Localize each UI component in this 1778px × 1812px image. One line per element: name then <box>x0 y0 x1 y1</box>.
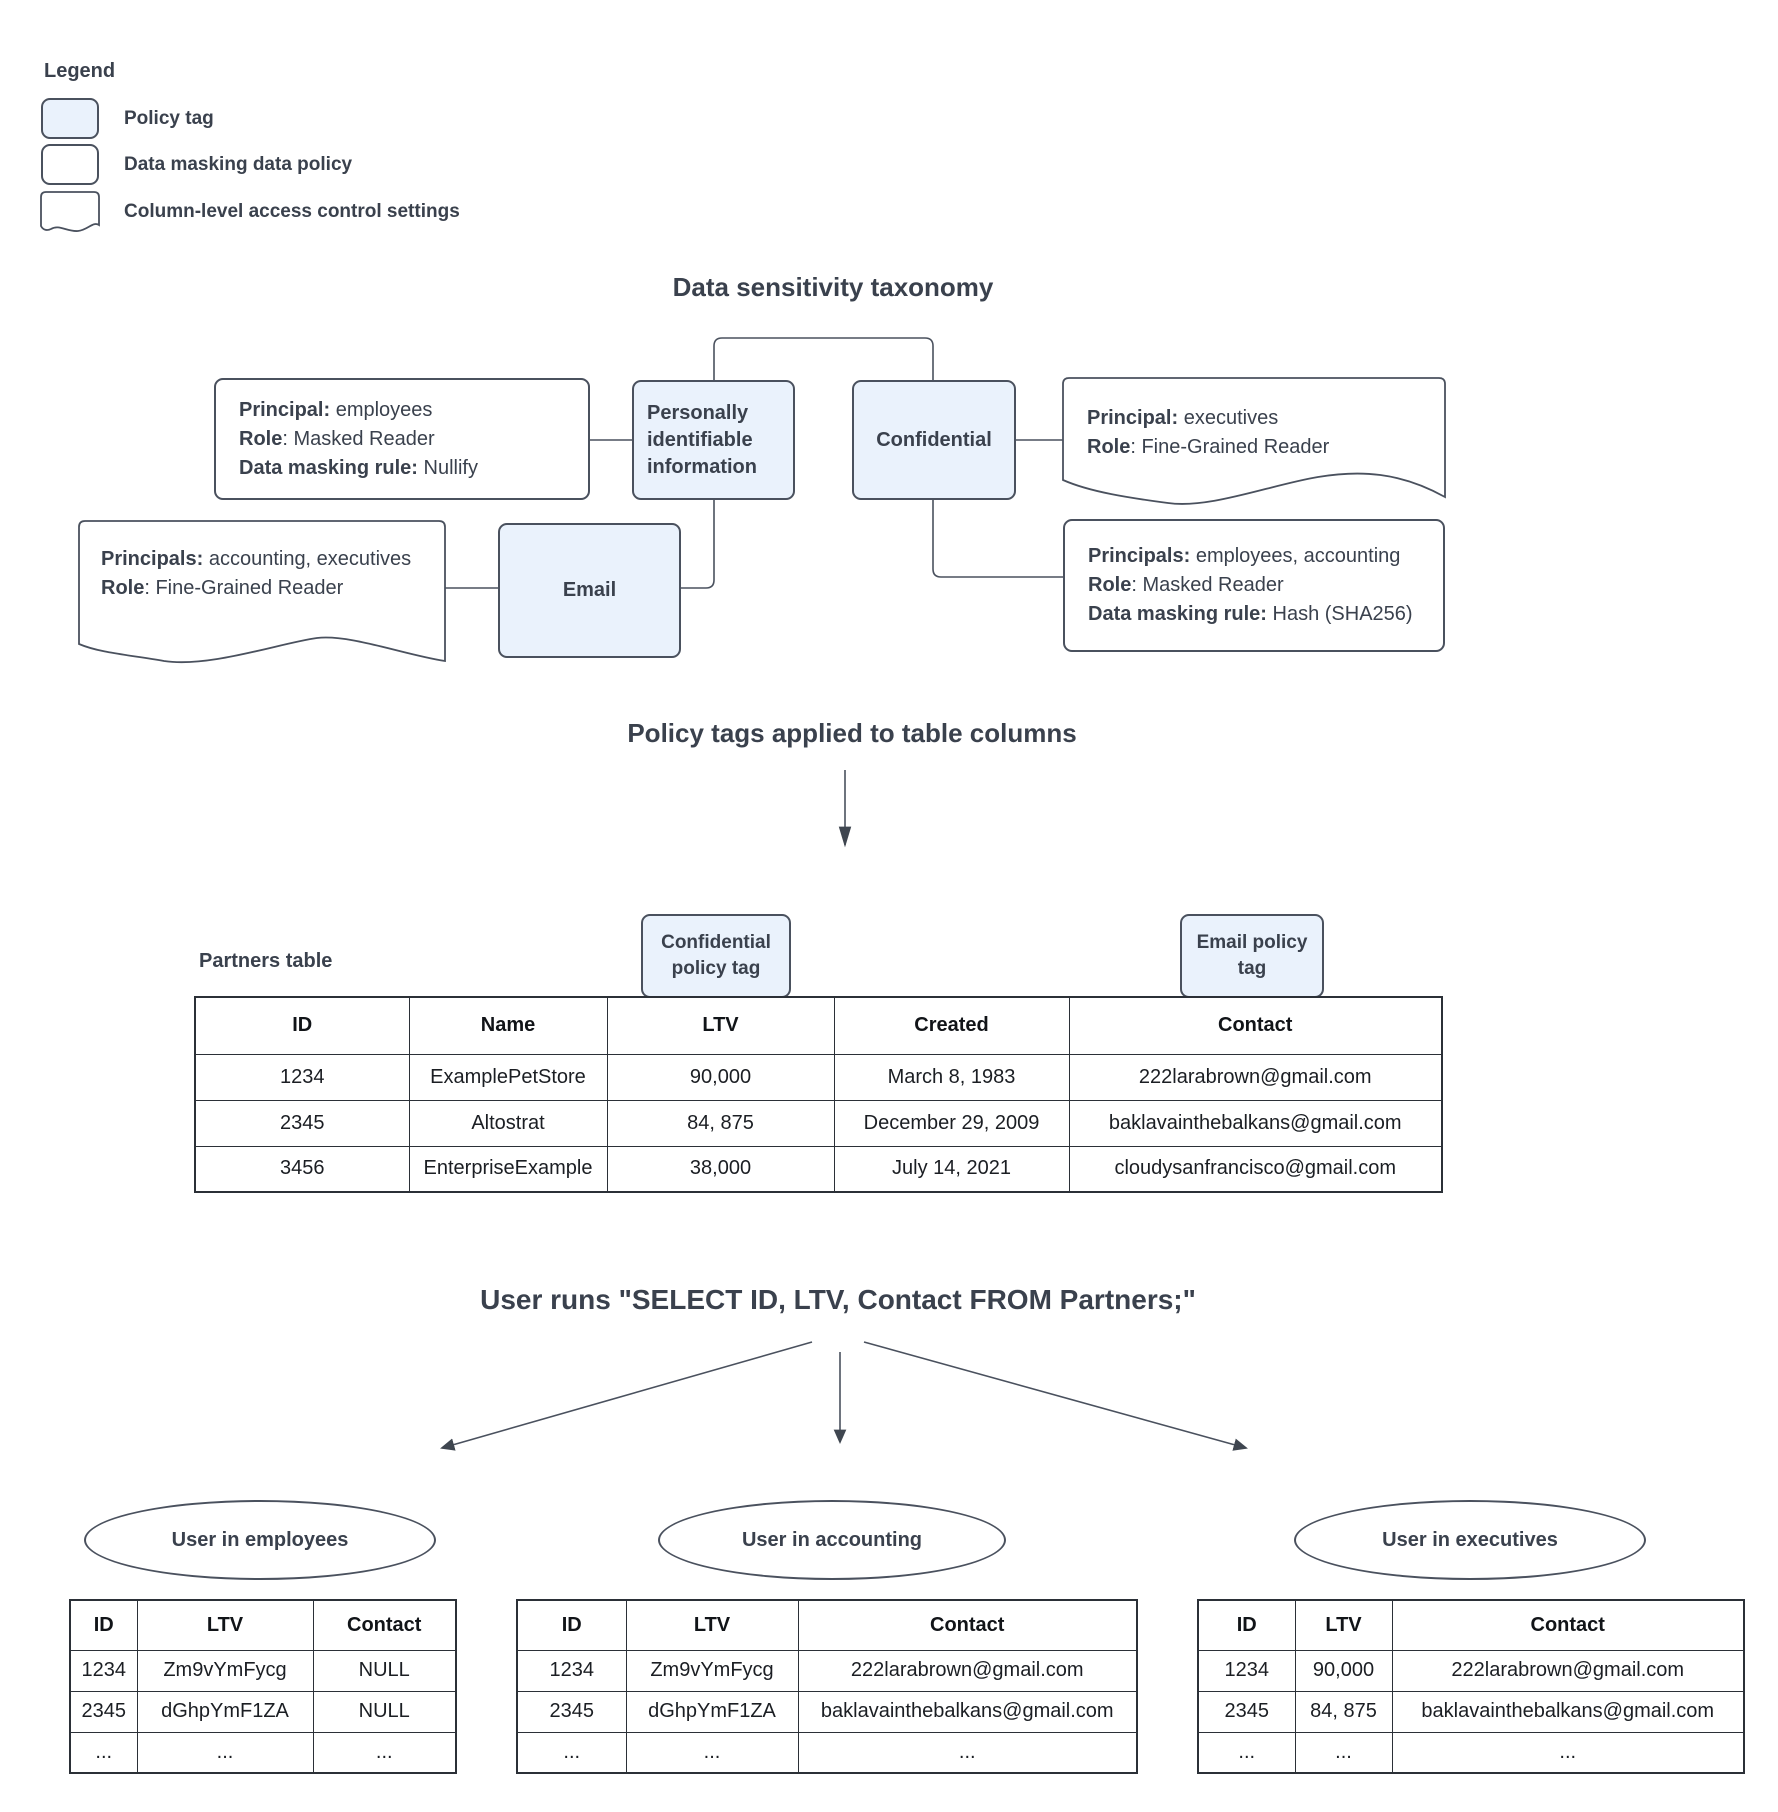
taxonomy-title: Data sensitivity taxonomy <box>672 272 994 302</box>
access-control-executives-text: Principal: executives Role: Fine-Grained… <box>1087 404 1329 462</box>
node-label: Email <box>562 579 617 601</box>
legend-item-access-control: Column-level access control settings <box>124 200 460 222</box>
node-label: Confidential <box>876 428 992 451</box>
query-title: User runs "SELECT ID, LTV, Contact FROM … <box>480 1284 1196 1315</box>
connector-confidential-hash <box>932 500 1063 578</box>
legend-title: Legend <box>44 60 116 82</box>
partners-table-label: Partners table <box>199 950 333 972</box>
arrow-to-executives <box>863 1341 1248 1451</box>
data-masking-policy-hash: Principals: employees, accounting Role: … <box>1063 519 1445 652</box>
table-row: ......... <box>516 1731 1138 1774</box>
access-control-executives-shape <box>1062 377 1446 505</box>
policy-line: Principals: accounting, executives <box>101 548 412 570</box>
policy-line: Principal: executives <box>1087 407 1279 429</box>
policy-line: Role: Masked Reader <box>239 427 435 450</box>
policy-line: Principal: employees <box>239 398 433 421</box>
node-label: Personally identifiable information <box>647 401 757 478</box>
email-policy-tag-callout: Email policy tag <box>1180 914 1324 998</box>
policy-tags-section-title: Policy tags applied to table columns <box>627 718 1077 748</box>
legend-item-data-masking: Data masking data policy <box>124 153 353 175</box>
user-employees-oval: User in employees <box>84 1500 436 1580</box>
table-row: ......... <box>1197 1731 1745 1774</box>
policy-line: Role: Fine-Grained Reader <box>101 577 344 599</box>
user-accounting-oval: User in accounting <box>658 1500 1006 1580</box>
policy-tag-node-pii: Personally identifiable information <box>632 380 795 500</box>
table-row: ......... <box>69 1731 457 1774</box>
policy-line: Role: Fine-Grained Reader <box>1087 436 1330 458</box>
tree-parent-connector <box>713 337 934 380</box>
access-control-accounting-text: Principals: accounting, executives Role:… <box>101 545 411 603</box>
policy-line: Principals: employees, accounting <box>1088 545 1401 567</box>
user-executives-oval: User in executives <box>1294 1500 1646 1580</box>
policy-line: Data masking rule: Nullify <box>239 456 478 479</box>
connector-pii-email <box>681 500 715 589</box>
data-masking-policy-nullify: Principal: employees Role: Masked Reader… <box>214 378 590 500</box>
access-control-accounting-shape <box>78 520 446 664</box>
policy-tag-node-confidential: Confidential <box>852 380 1016 500</box>
legend-data-masking-swatch <box>41 144 99 185</box>
legend-policy-tag-swatch <box>41 98 99 139</box>
confidential-policy-tag-callout: Confidential policy tag <box>641 914 791 998</box>
policy-line: Role: Masked Reader <box>1088 574 1284 596</box>
arrow-to-employees <box>440 1341 813 1451</box>
policy-line: Data masking rule: Hash (SHA256) <box>1088 603 1413 625</box>
legend-item-policy-tag: Policy tag <box>124 107 214 129</box>
policy-tag-node-email: Email <box>498 523 681 658</box>
legend-access-control-swatch <box>40 191 100 232</box>
